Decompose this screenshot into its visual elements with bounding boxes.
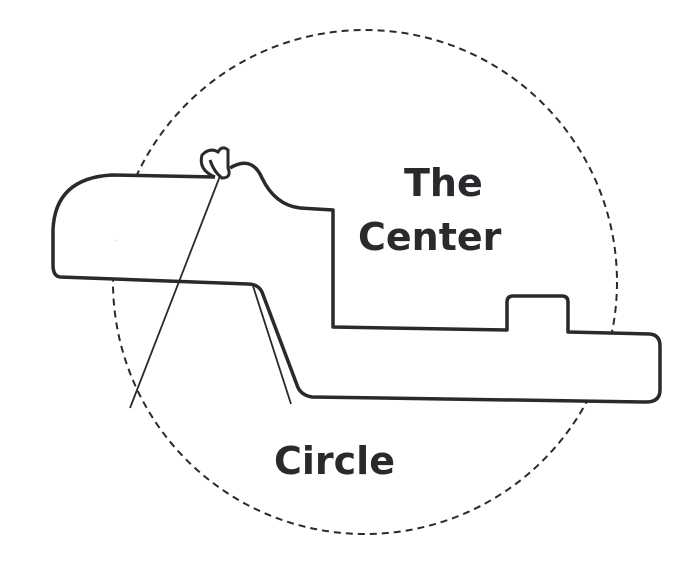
diagonal-line bbox=[129, 175, 221, 409]
dashed-circle bbox=[112, 29, 618, 535]
inner-parallel-line bbox=[252, 285, 292, 405]
machine-outline bbox=[51, 161, 662, 404]
logo-text-circle: Circle bbox=[274, 439, 395, 483]
logo-text-the: The bbox=[404, 161, 483, 205]
hook-icon bbox=[199, 146, 231, 180]
logo-text-center: Center bbox=[358, 215, 502, 259]
